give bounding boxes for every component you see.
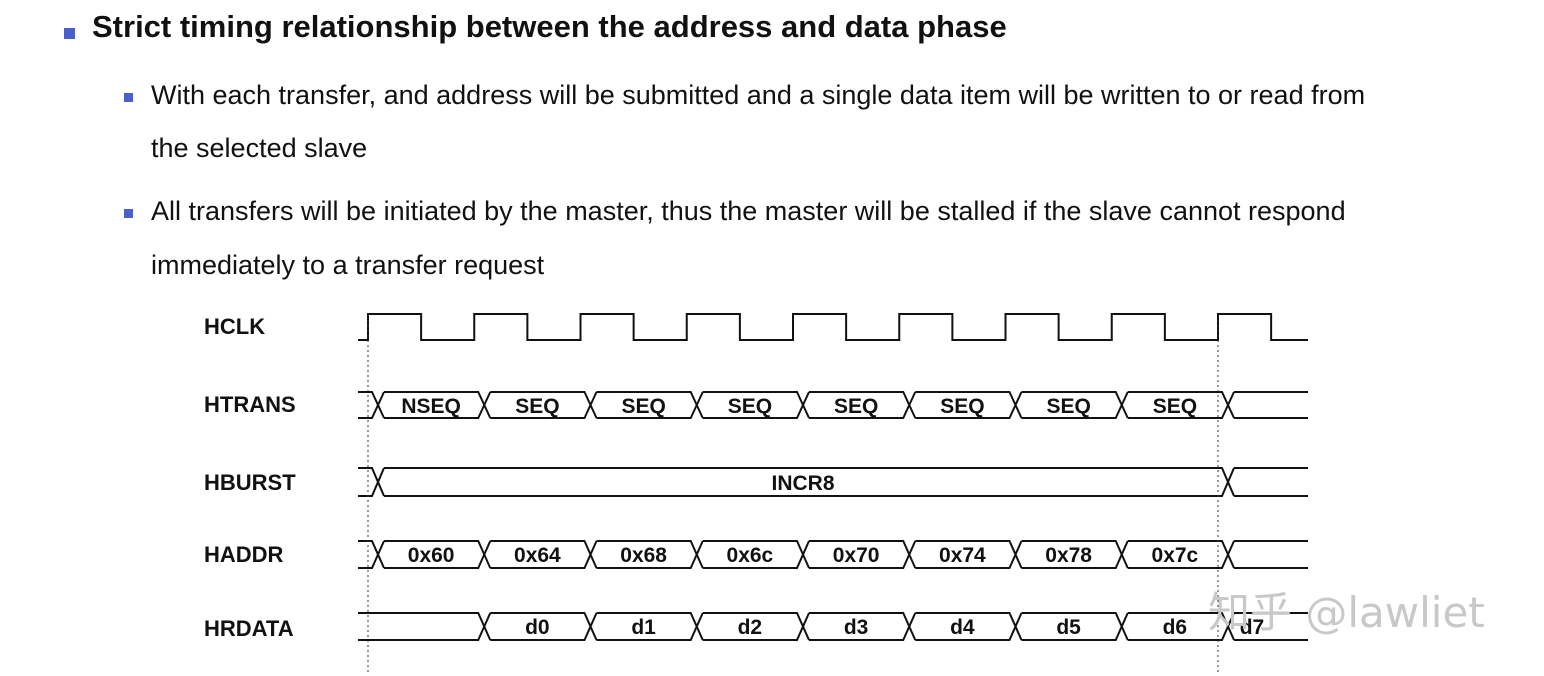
htrans-bus-upper bbox=[358, 391, 1308, 419]
htrans-value: SEQ bbox=[1153, 395, 1197, 418]
signal-label-hclk: HCLK bbox=[204, 314, 265, 339]
watermark: 知乎 @lawliet bbox=[1208, 588, 1485, 637]
haddr-value: 0x70 bbox=[833, 544, 880, 567]
hrdata-value: d5 bbox=[1056, 616, 1081, 639]
haddr-value: 0x74 bbox=[939, 544, 986, 567]
htrans-value: SEQ bbox=[834, 395, 878, 418]
haddr-value: 0x68 bbox=[620, 544, 667, 567]
hrdata-value: d0 bbox=[525, 616, 550, 639]
signal-label-htrans: HTRANS bbox=[204, 392, 296, 417]
sub-bullet-1-line-1: With each transfer, and address will be … bbox=[151, 80, 1366, 110]
htrans-value: SEQ bbox=[621, 395, 665, 418]
htrans-value: SEQ bbox=[940, 395, 984, 418]
sub-bullet-2-line-1: All transfers will be initiated by the m… bbox=[151, 196, 1346, 226]
haddr-value: 0x78 bbox=[1045, 544, 1092, 567]
signal-label-hburst: HBURST bbox=[204, 470, 296, 495]
hrdata-value: d4 bbox=[950, 616, 975, 639]
signal-label-haddr: HADDR bbox=[204, 542, 284, 567]
hclk-waveform bbox=[358, 313, 1308, 341]
hrdata-value: d1 bbox=[631, 616, 656, 639]
hrdata-value: d7 bbox=[1240, 616, 1265, 639]
htrans-bus-lower bbox=[358, 391, 1308, 419]
heading: Strict timing relationship between the a… bbox=[92, 9, 1007, 44]
haddr-value: 0x7c bbox=[1152, 544, 1199, 567]
haddr-value: 0x64 bbox=[514, 544, 561, 567]
haddr-bus-upper bbox=[358, 540, 1308, 569]
sub-bullet-2-line-2: immediately to a transfer request bbox=[151, 250, 545, 280]
bullet-marker bbox=[64, 28, 75, 39]
hburst-bus-lower bbox=[358, 467, 1308, 497]
signal-label-hrdata: HRDATA bbox=[204, 616, 294, 641]
hburst-value: INCR8 bbox=[771, 472, 834, 495]
haddr-bus-lower bbox=[358, 540, 1308, 569]
htrans-value: SEQ bbox=[515, 395, 559, 418]
hrdata-bus-upper bbox=[358, 612, 1308, 641]
haddr-value: 0x60 bbox=[408, 544, 455, 567]
htrans-value: SEQ bbox=[1046, 395, 1090, 418]
htrans-value: SEQ bbox=[728, 395, 772, 418]
hrdata-value: d6 bbox=[1163, 616, 1188, 639]
sub-bullet-1-line-2: the selected slave bbox=[151, 133, 368, 163]
haddr-value: 0x6c bbox=[727, 544, 774, 567]
bullet-marker bbox=[124, 209, 133, 218]
hrdata-bus-lower bbox=[358, 612, 1308, 641]
hrdata-value: d3 bbox=[844, 616, 869, 639]
hrdata-value: d2 bbox=[738, 616, 763, 639]
bullet-marker bbox=[124, 93, 133, 102]
htrans-value: NSEQ bbox=[401, 395, 461, 418]
hburst-bus-upper bbox=[358, 467, 1308, 497]
